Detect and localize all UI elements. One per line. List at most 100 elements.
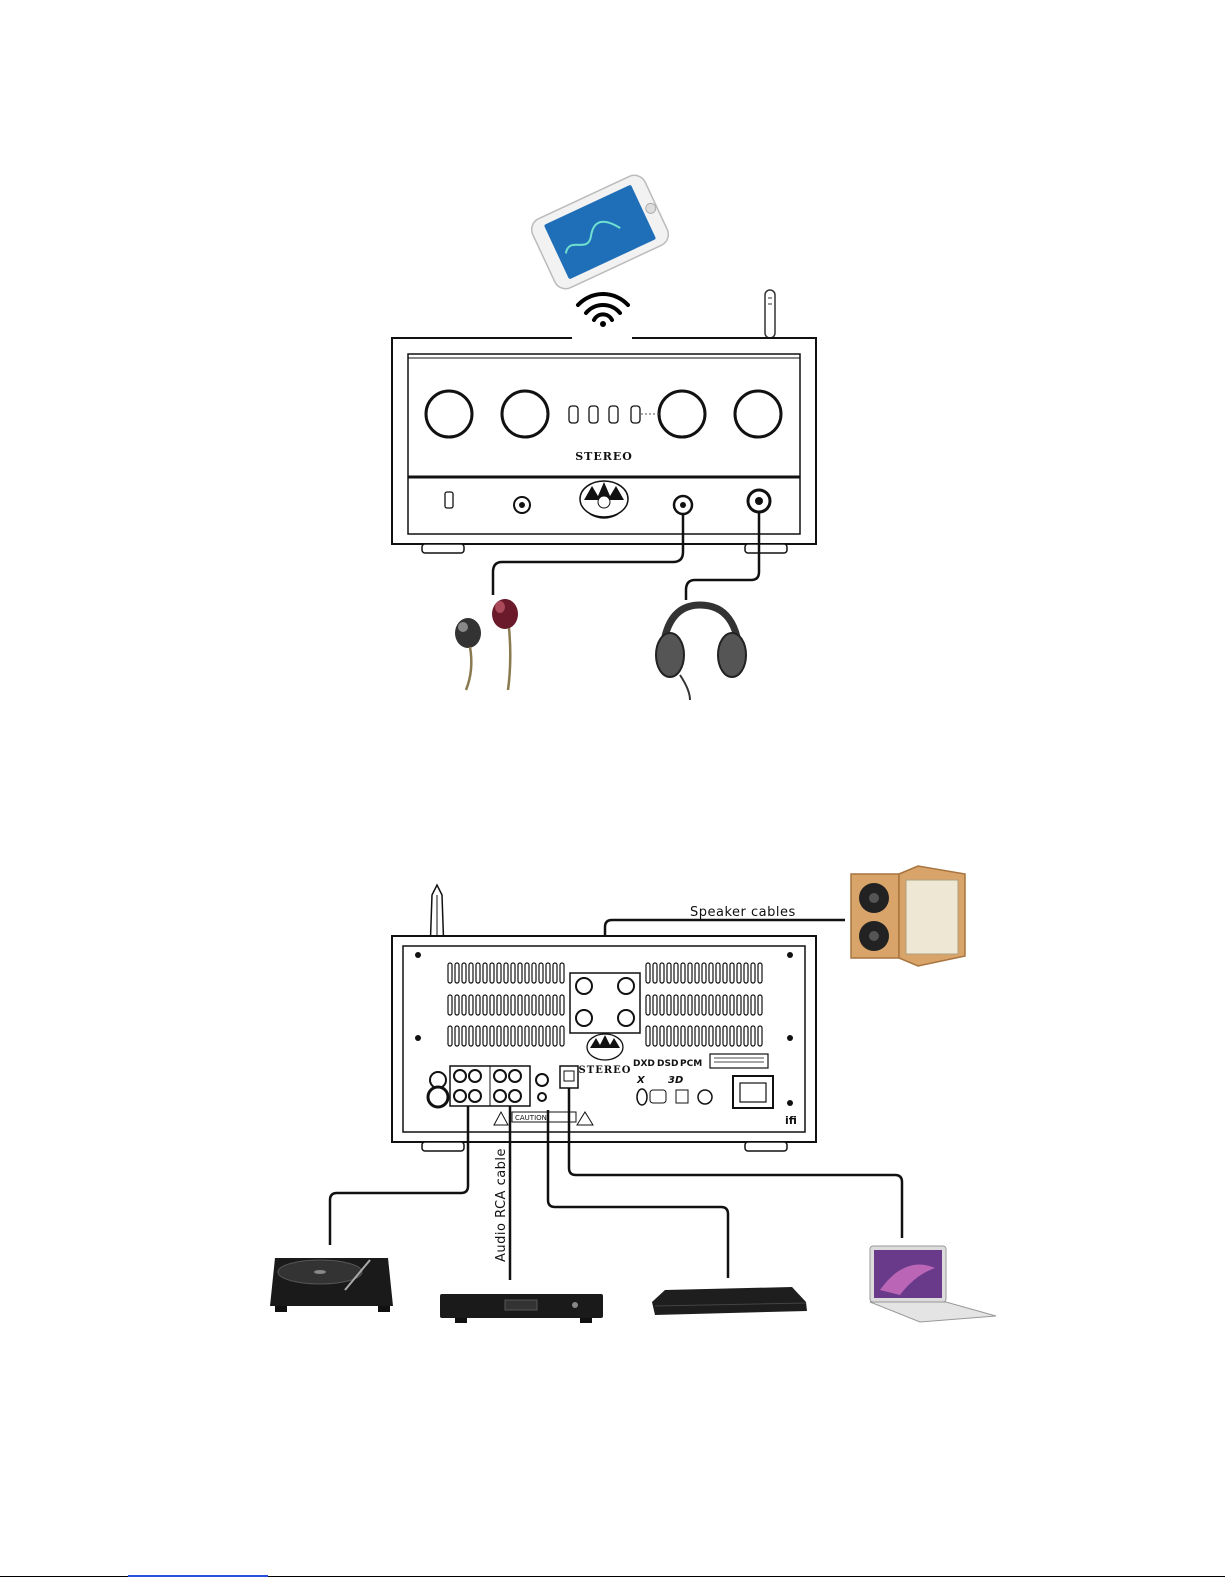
vent-slot (525, 1026, 529, 1046)
rear-crest-logo (587, 1034, 623, 1060)
crest-logo (580, 481, 628, 518)
vent-slot (688, 995, 692, 1015)
knob-2 (502, 391, 548, 437)
vent-slot (469, 963, 473, 983)
rca-jack (469, 1090, 481, 1102)
knob-1 (426, 391, 472, 437)
vent-slot (504, 1026, 508, 1046)
vent-slot (681, 995, 685, 1015)
vent-slot (723, 963, 727, 983)
vent-slot (483, 995, 487, 1015)
vent-slot (681, 963, 685, 983)
vent-slot (462, 995, 466, 1015)
vent-slot (448, 995, 452, 1015)
vent-slot (716, 1026, 720, 1046)
wifi-icon (578, 294, 628, 327)
vent-slot (525, 963, 529, 983)
vent-slot (751, 995, 755, 1015)
vent-slot (546, 995, 550, 1015)
coax-input (538, 1093, 546, 1101)
vent-slot (667, 963, 671, 983)
vent-slot (476, 995, 480, 1015)
vent-slot (511, 963, 515, 983)
vent-slot (483, 1026, 487, 1046)
vent-slot (709, 963, 713, 983)
vent-slot (688, 963, 692, 983)
vent-slot (758, 1026, 762, 1046)
vent-slot (497, 995, 501, 1015)
vent-slot (681, 1026, 685, 1046)
vent-slot (744, 963, 748, 983)
vent-slot (560, 963, 564, 983)
vent-slot (695, 1026, 699, 1046)
vent-slot (511, 995, 515, 1015)
bookshelf-speakers-icon (851, 866, 965, 966)
front-stereo-label: STEREO (575, 450, 633, 463)
vent-slot (674, 963, 678, 983)
rca-jack (494, 1070, 506, 1082)
vent-slot (462, 963, 466, 983)
vent-slot (518, 963, 522, 983)
vent-slot (504, 963, 508, 983)
vent-slot (560, 995, 564, 1015)
vent-slot (716, 963, 720, 983)
vent-slot (674, 995, 678, 1015)
vent-slot (448, 1026, 452, 1046)
spec-label (710, 1054, 768, 1068)
vent-slot (744, 1026, 748, 1046)
ifi-mark: ifi (785, 1114, 797, 1127)
vent-slot (553, 963, 557, 983)
vent-slot (667, 995, 671, 1015)
vent-slot (553, 995, 557, 1015)
vent-slot (462, 1026, 466, 1046)
vent-slot (455, 963, 459, 983)
three-d-mark: 3D (668, 1075, 683, 1086)
power-switch (445, 492, 453, 508)
vent-slot (695, 963, 699, 983)
rca-jack (509, 1070, 521, 1082)
vent-slot (758, 963, 762, 983)
vent-slot (751, 1026, 755, 1046)
amplifier-rear-panel: STEREO DXD DSD PCM X 3D CAUTION ifi (392, 936, 816, 1151)
vent-slot (483, 963, 487, 983)
vent-slot (497, 963, 501, 983)
vent-slot (653, 963, 657, 983)
vent-slot (660, 995, 664, 1015)
vent-slot (744, 995, 748, 1015)
footer-link-underline[interactable] (128, 1575, 268, 1577)
audio-rca-cable-label: Audio RCA cable (494, 1148, 509, 1262)
vent-slot (448, 963, 452, 983)
vent-slot (518, 995, 522, 1015)
vent-slot (539, 995, 543, 1015)
vent-slot (490, 1026, 494, 1046)
vent-slot (455, 1026, 459, 1046)
vent-slot (469, 995, 473, 1015)
vent-slot (660, 963, 664, 983)
vent-slot (455, 995, 459, 1015)
earphones-icon (455, 599, 518, 690)
vent-slot (702, 963, 706, 983)
rca-jack (494, 1090, 506, 1102)
vent-slot (646, 1026, 650, 1046)
rca-jack (469, 1070, 481, 1082)
speaker-cables-label: Speaker cables (690, 905, 796, 920)
rear-stereo-label: STEREO (579, 1065, 632, 1076)
bluray-player-icon (652, 1287, 807, 1315)
vents-left (448, 963, 564, 1046)
vent-slot (716, 995, 720, 1015)
badge-dsd: DSD (657, 1059, 678, 1069)
vent-slot (702, 1026, 706, 1046)
amplifier-front-panel: STEREO (392, 334, 816, 553)
vent-slot (518, 1026, 522, 1046)
vent-slot (539, 1026, 543, 1046)
rca-jack (454, 1090, 466, 1102)
laptop-icon (870, 1246, 996, 1322)
vent-slot (490, 995, 494, 1015)
vent-slot (504, 995, 508, 1015)
vent-slot (723, 995, 727, 1015)
vent-slot (539, 963, 543, 983)
x-mark: X (636, 1075, 646, 1086)
rca-jack (454, 1070, 466, 1082)
vent-slot (674, 1026, 678, 1046)
